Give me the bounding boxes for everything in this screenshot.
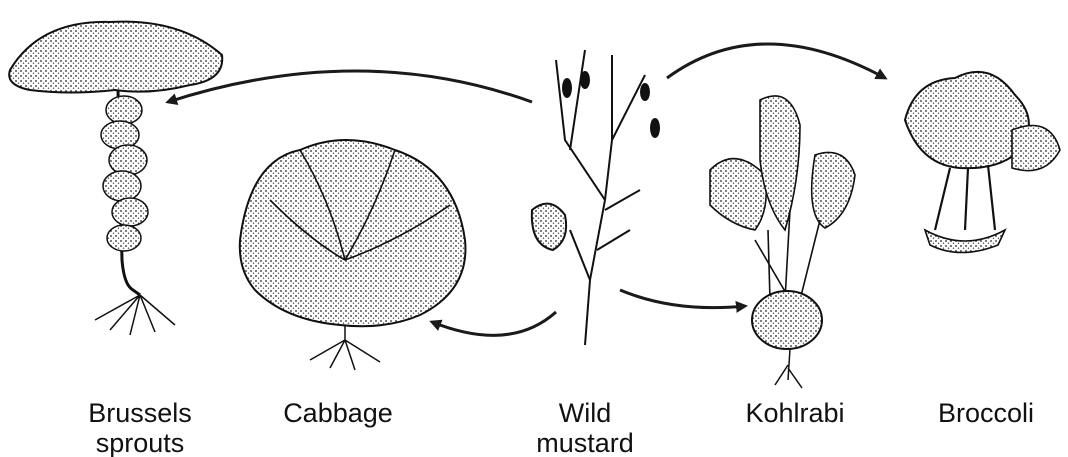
label-brussels-sprouts: Brussels sprouts [60, 398, 220, 457]
brussels-sprouts-illustration [9, 22, 222, 335]
label-broccoli-line1: Broccoli [906, 398, 1066, 428]
label-kohlrabi-line1: Kohlrabi [715, 398, 875, 428]
label-brussels-sprouts-line2: sprouts [60, 428, 220, 457]
arrow-to-cabbage [432, 312, 556, 335]
label-wild-mustard-line2: mustard [510, 428, 660, 457]
arrow-to-broccoli [667, 44, 885, 78]
kohlrabi-illustration [710, 96, 855, 388]
label-brussels-sprouts-line1: Brussels [60, 398, 220, 428]
broccoli-illustration [905, 72, 1060, 253]
label-cabbage: Cabbage [258, 398, 418, 428]
label-kohlrabi: Kohlrabi [715, 398, 875, 428]
label-cabbage-line1: Cabbage [258, 398, 418, 428]
wild-mustard-illustration [532, 50, 659, 345]
arrow-to-kohlrabi [620, 290, 745, 308]
label-broccoli: Broccoli [906, 398, 1066, 428]
label-wild-mustard: Wild mustard [510, 398, 660, 457]
cabbage-illustration [240, 140, 466, 370]
arrow-to-brussels-sprouts [168, 71, 532, 102]
label-wild-mustard-line1: Wild [510, 398, 660, 428]
